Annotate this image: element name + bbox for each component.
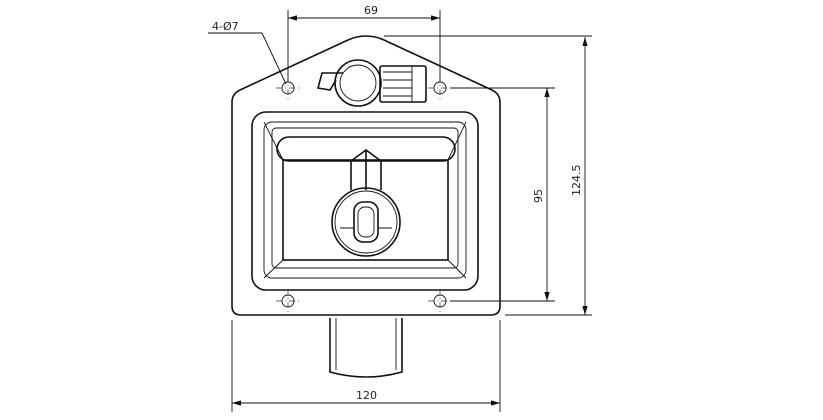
- dim-120-label: 120: [356, 389, 377, 402]
- dim-69-label: 69: [364, 4, 378, 17]
- dimension-lines: [208, 10, 592, 412]
- recess-tray: [251, 111, 479, 291]
- lock-cylinder: [331, 187, 401, 257]
- hole-callout-label: 4-Ø7: [212, 20, 239, 33]
- dim-124-5-label: 124.5: [570, 165, 583, 197]
- dim-95-label: 95: [532, 189, 545, 203]
- paddle-handle: [276, 136, 456, 190]
- lock-body-outline: [231, 35, 501, 316]
- shaft: [329, 318, 403, 378]
- key-cover: [317, 59, 427, 107]
